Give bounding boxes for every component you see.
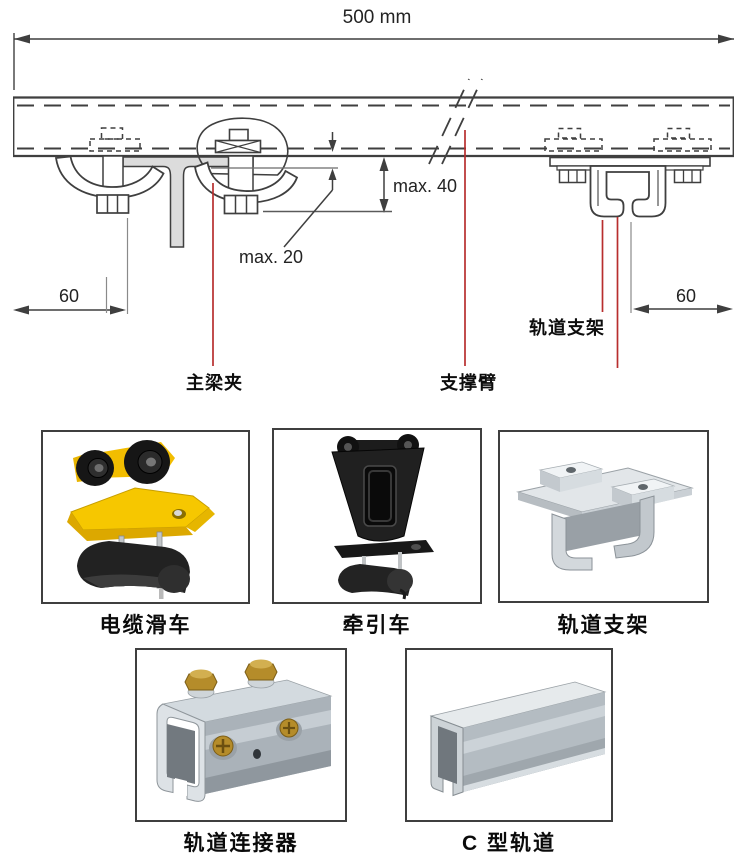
- product-label-cable-trolley: 电缆滑车: [99, 614, 192, 637]
- product-label-track-bracket: 轨道支架: [557, 614, 650, 637]
- beam-clamp-callout: 主梁夹: [186, 373, 243, 393]
- cable-trolley-photo: [41, 430, 250, 604]
- track-connector-photo: [135, 648, 347, 822]
- dimension-max40: [263, 157, 392, 213]
- dimension-60-left: [13, 218, 129, 315]
- dimension-60-right: [630, 222, 733, 314]
- product-label-track-connector: 轨道连接器: [183, 832, 299, 855]
- c-rail-photo: [405, 648, 613, 822]
- dimension-right-offset-label: 60: [675, 286, 697, 306]
- dimension-500mm: [13, 33, 734, 90]
- support-arm-callout: 支撑臂: [440, 373, 497, 393]
- beam-break-mark: [428, 78, 483, 165]
- dimension-max20: [211, 132, 338, 248]
- tow-trolley-illustration: [331, 434, 434, 600]
- product-label-c-rail: C 型轨道: [462, 832, 556, 855]
- dimension-span-label: 500 mm: [342, 7, 412, 28]
- installation-diagram: [12, 33, 734, 368]
- c-rail-illustration: [429, 681, 607, 797]
- main-beam-drawing: [12, 96, 734, 158]
- beam-clamp-right-drawing: [193, 117, 299, 215]
- track-bracket-drawing: [544, 127, 712, 218]
- cable-trolley-illustration: [67, 440, 215, 599]
- dimension-max-clamp-label: max. 20: [239, 247, 304, 267]
- dimension-left-offset-label: 60: [58, 286, 80, 306]
- track-connector-illustration: [156, 659, 333, 802]
- track-bracket-photo: [498, 430, 709, 603]
- tow-trolley-photo: [272, 428, 482, 604]
- track-bracket-illustration: [516, 461, 694, 571]
- beam-clamp-left-drawing: [54, 127, 165, 214]
- product-label-tow-trolley: 牵引车: [342, 614, 412, 637]
- track-bracket-callout: 轨道支架: [529, 318, 605, 338]
- dimension-max-drop-label: max. 40: [393, 176, 458, 196]
